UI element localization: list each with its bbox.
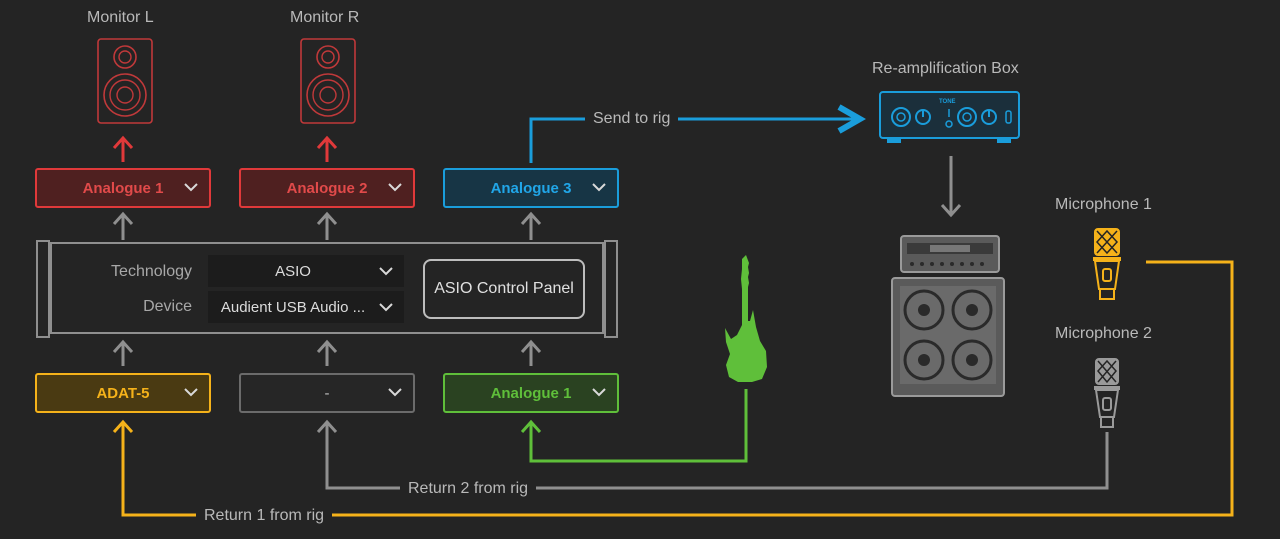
microphone-icon [1093,228,1121,300]
technology-label: Technology [111,263,192,280]
device-select[interactable]: Audient USB Audio ... [208,291,404,323]
send-to-rig-label: Send to rig [585,110,679,128]
technology-value: ASIO [275,262,311,280]
output-2-dropdown[interactable]: Analogue 2 [239,168,415,208]
monitor-r-label: Monitor R [290,9,360,26]
input-2-dropdown[interactable]: - [239,373,415,413]
chevron-down-icon [379,303,393,312]
input-3-to-panel-arrow [520,339,542,366]
input-2-to-panel-arrow [316,339,338,366]
speaker-icon [300,38,356,124]
input-2-value: - [324,384,330,402]
chevron-down-icon [592,183,606,192]
microphone-1-label: Microphone 1 [1055,196,1152,213]
return-1-label: Return 1 from rig [196,507,333,525]
audio-interface-panel [50,242,604,334]
output-3-value: Analogue 3 [490,179,572,197]
return-2-wire [316,419,1109,490]
input-1-dropdown[interactable]: ADAT-5 [35,373,211,413]
reamp-brand-text: TONE [939,99,956,105]
output-1-dropdown[interactable]: Analogue 1 [35,168,211,208]
reamp-box-icon: TONE [879,91,1020,143]
asio-control-panel-button[interactable]: ASIO Control Panel [423,259,585,319]
output-1-value: Analogue 1 [82,179,164,197]
send-to-rig-wire [529,119,860,163]
monitor-l-label: Monitor L [87,9,154,26]
amplifier-icon [891,235,1005,397]
reamp-box-label: Re-amplification Box [872,60,1019,77]
input-3-dropdown[interactable]: Analogue 1 [443,373,619,413]
panel-to-output-1-arrow [112,211,134,240]
chevron-down-icon [184,388,198,397]
output-3-dropdown[interactable]: Analogue 3 [443,168,619,208]
technology-select[interactable]: ASIO [208,255,404,287]
reamp-to-amp-arrow [940,156,962,218]
panel-to-output-2-arrow [316,211,338,240]
microphone-2-label: Microphone 2 [1055,325,1152,342]
chevron-down-icon [184,183,198,192]
chevron-down-icon [388,388,402,397]
panel-left-rail [36,240,50,338]
device-label: Device [143,298,192,315]
microphone-icon [1094,358,1120,428]
chevron-down-icon [388,183,402,192]
electric-guitar-icon [725,255,767,382]
panel-right-rail [604,240,618,338]
chevron-down-icon [592,388,606,397]
monitor-l-arrow [112,135,134,162]
output-2-value: Analogue 2 [286,179,368,197]
input-1-to-panel-arrow [112,339,134,366]
panel-to-output-3-arrow [520,211,542,240]
guitar-wire [520,389,748,463]
return-2-label: Return 2 from rig [400,480,537,498]
return-1-wire [112,260,1234,517]
monitor-r-arrow [316,135,338,162]
device-value: Audient USB Audio ... [220,298,366,316]
chevron-down-icon [379,267,393,276]
input-1-value: ADAT-5 [96,384,150,402]
speaker-icon [97,38,153,124]
input-3-value: Analogue 1 [490,384,572,402]
